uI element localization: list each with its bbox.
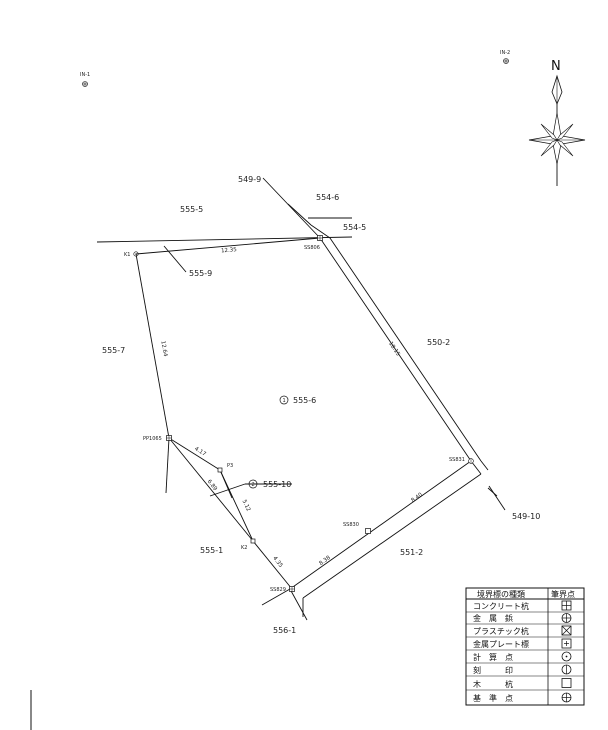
square-cross-icon [289, 586, 295, 592]
legend-table: 境界標の種類 筆界点 コンクリート杭 金 属 鋲 プラスチック杭 金属プレート標… [465, 587, 585, 706]
circle-dot-icon [561, 651, 572, 662]
top-road-line [96, 236, 353, 243]
legend-header-symbol: 筆界点 [551, 589, 575, 599]
p3-extension [219, 469, 233, 499]
road-549-9-line-c [310, 224, 331, 239]
north-label: N [551, 59, 561, 74]
circle-mark-2: 2 [248, 479, 258, 489]
legend-item-label: プラスチック杭 [473, 626, 529, 636]
square-empty-icon [365, 528, 371, 534]
benchmark-icon [503, 58, 509, 64]
leader-555-9 [163, 245, 187, 273]
ss831-joint-b [480, 460, 489, 471]
line-pp1065-k2 [168, 437, 254, 542]
legend-item-label: 金 属 鋲 [473, 613, 513, 623]
distance-label: 12.64 [159, 340, 168, 357]
parcel-label: 551-2 [400, 548, 423, 557]
point-k1-label: K1 [124, 252, 130, 258]
line-k1-ss806 [135, 237, 321, 255]
line-k2-ss829 [252, 540, 293, 590]
parcel-label: 555-1 [200, 546, 223, 555]
point-pp1065-label: PP1065 [143, 436, 162, 442]
square-plus-small-icon [561, 638, 572, 649]
point-labels: IN-1 IN-2 K1 SS806 PP1065 P3 K2 SS831 SS… [80, 50, 510, 593]
leader-555-10 [209, 483, 246, 497]
line-k1-pp1065 [135, 253, 170, 439]
square-empty-icon [217, 467, 223, 473]
road-549-9-line-b [287, 203, 312, 226]
north-compass: N [528, 59, 586, 186]
parcel-label: 554-6 [316, 193, 339, 202]
square-empty-icon [250, 538, 256, 544]
distance-label: 4.17 [193, 446, 207, 458]
line-ss831-ss829 [289, 460, 472, 590]
road-549-10-tick [487, 487, 498, 497]
circle-mark-1: 1 [279, 395, 289, 405]
parcel-label: 555-5 [180, 205, 203, 214]
point-ss829-label: SS829 [270, 587, 286, 593]
circle-vline-icon [468, 458, 474, 464]
point-ss831-label: SS831 [449, 457, 465, 463]
road-lower-line [302, 473, 482, 599]
parcel-label: 550-2 [427, 338, 450, 347]
square-cross-icon [166, 435, 172, 441]
distance-label: 8.40 [410, 492, 424, 504]
parcel-labels: 555-5 554-6 554-5 549-9 555-9 555-7 550-… [102, 175, 540, 635]
square-empty-icon [561, 678, 572, 688]
leader-549-10 [488, 485, 506, 511]
square-x-icon [561, 625, 572, 636]
point-p3-label: P3 [227, 463, 233, 469]
circle-plus-icon [561, 692, 572, 703]
pp1065-extension [165, 437, 170, 494]
compass-rose-icon [528, 112, 586, 165]
legend-item-label: 刻 印 [473, 665, 513, 675]
distance-label: 12.35 [221, 247, 238, 254]
legend-item-label: コンクリート杭 [473, 601, 529, 611]
line-pp1065-p3 [168, 437, 221, 471]
parcel-label: 549-10 [512, 512, 540, 521]
square-cross-icon [561, 600, 572, 611]
svg-text:1: 1 [283, 398, 286, 404]
road-stub-a [289, 588, 308, 621]
svg-text:2: 2 [252, 482, 255, 488]
parcel-label: 554-5 [343, 223, 366, 232]
distance-labels: 12.35 12.64 18.15 4.17 6.89 5.12 4.35 8.… [159, 247, 424, 569]
point-markers [82, 58, 509, 592]
circle-vline-icon [561, 664, 572, 675]
legend-item-label: 金属プレート標 [473, 639, 529, 649]
parcel-label: 556-1 [273, 626, 296, 635]
legend-item-label: 基 準 点 [473, 693, 513, 703]
point-ss830-label: SS830 [343, 522, 359, 528]
point-ss806-label: SS806 [304, 245, 320, 251]
road-inner-line [319, 237, 472, 462]
parcel-label: 555-9 [189, 269, 212, 278]
square-cross-icon [317, 235, 323, 241]
legend-item-label: 計 算 点 [473, 652, 513, 662]
point-in2-label: IN-2 [500, 50, 510, 56]
distance-label: 4.35 [271, 556, 284, 570]
parcel-label: 555-10 [263, 480, 291, 489]
parcel-label: 555-6 [293, 396, 316, 405]
road-549-9-line-a [262, 177, 321, 239]
distance-label: 8.38 [318, 555, 332, 567]
legend-header-type: 境界標の種類 [477, 589, 525, 599]
point-k2-label: K2 [241, 545, 247, 551]
circle-cross-icon [561, 613, 572, 623]
point-in1-label: IN-1 [80, 72, 90, 78]
legend-item-label: 木 杭 [473, 679, 513, 689]
distance-label: 5.12 [241, 499, 252, 513]
boundary-lines [96, 177, 506, 621]
circle-dot-icon [133, 251, 139, 257]
ss831-joint [470, 460, 482, 475]
parcel-label: 549-9 [238, 175, 261, 184]
benchmark-icon [82, 81, 88, 87]
road-outer-line [329, 237, 482, 462]
road-stub-c [261, 588, 291, 606]
parcel-label: 555-7 [102, 346, 125, 355]
